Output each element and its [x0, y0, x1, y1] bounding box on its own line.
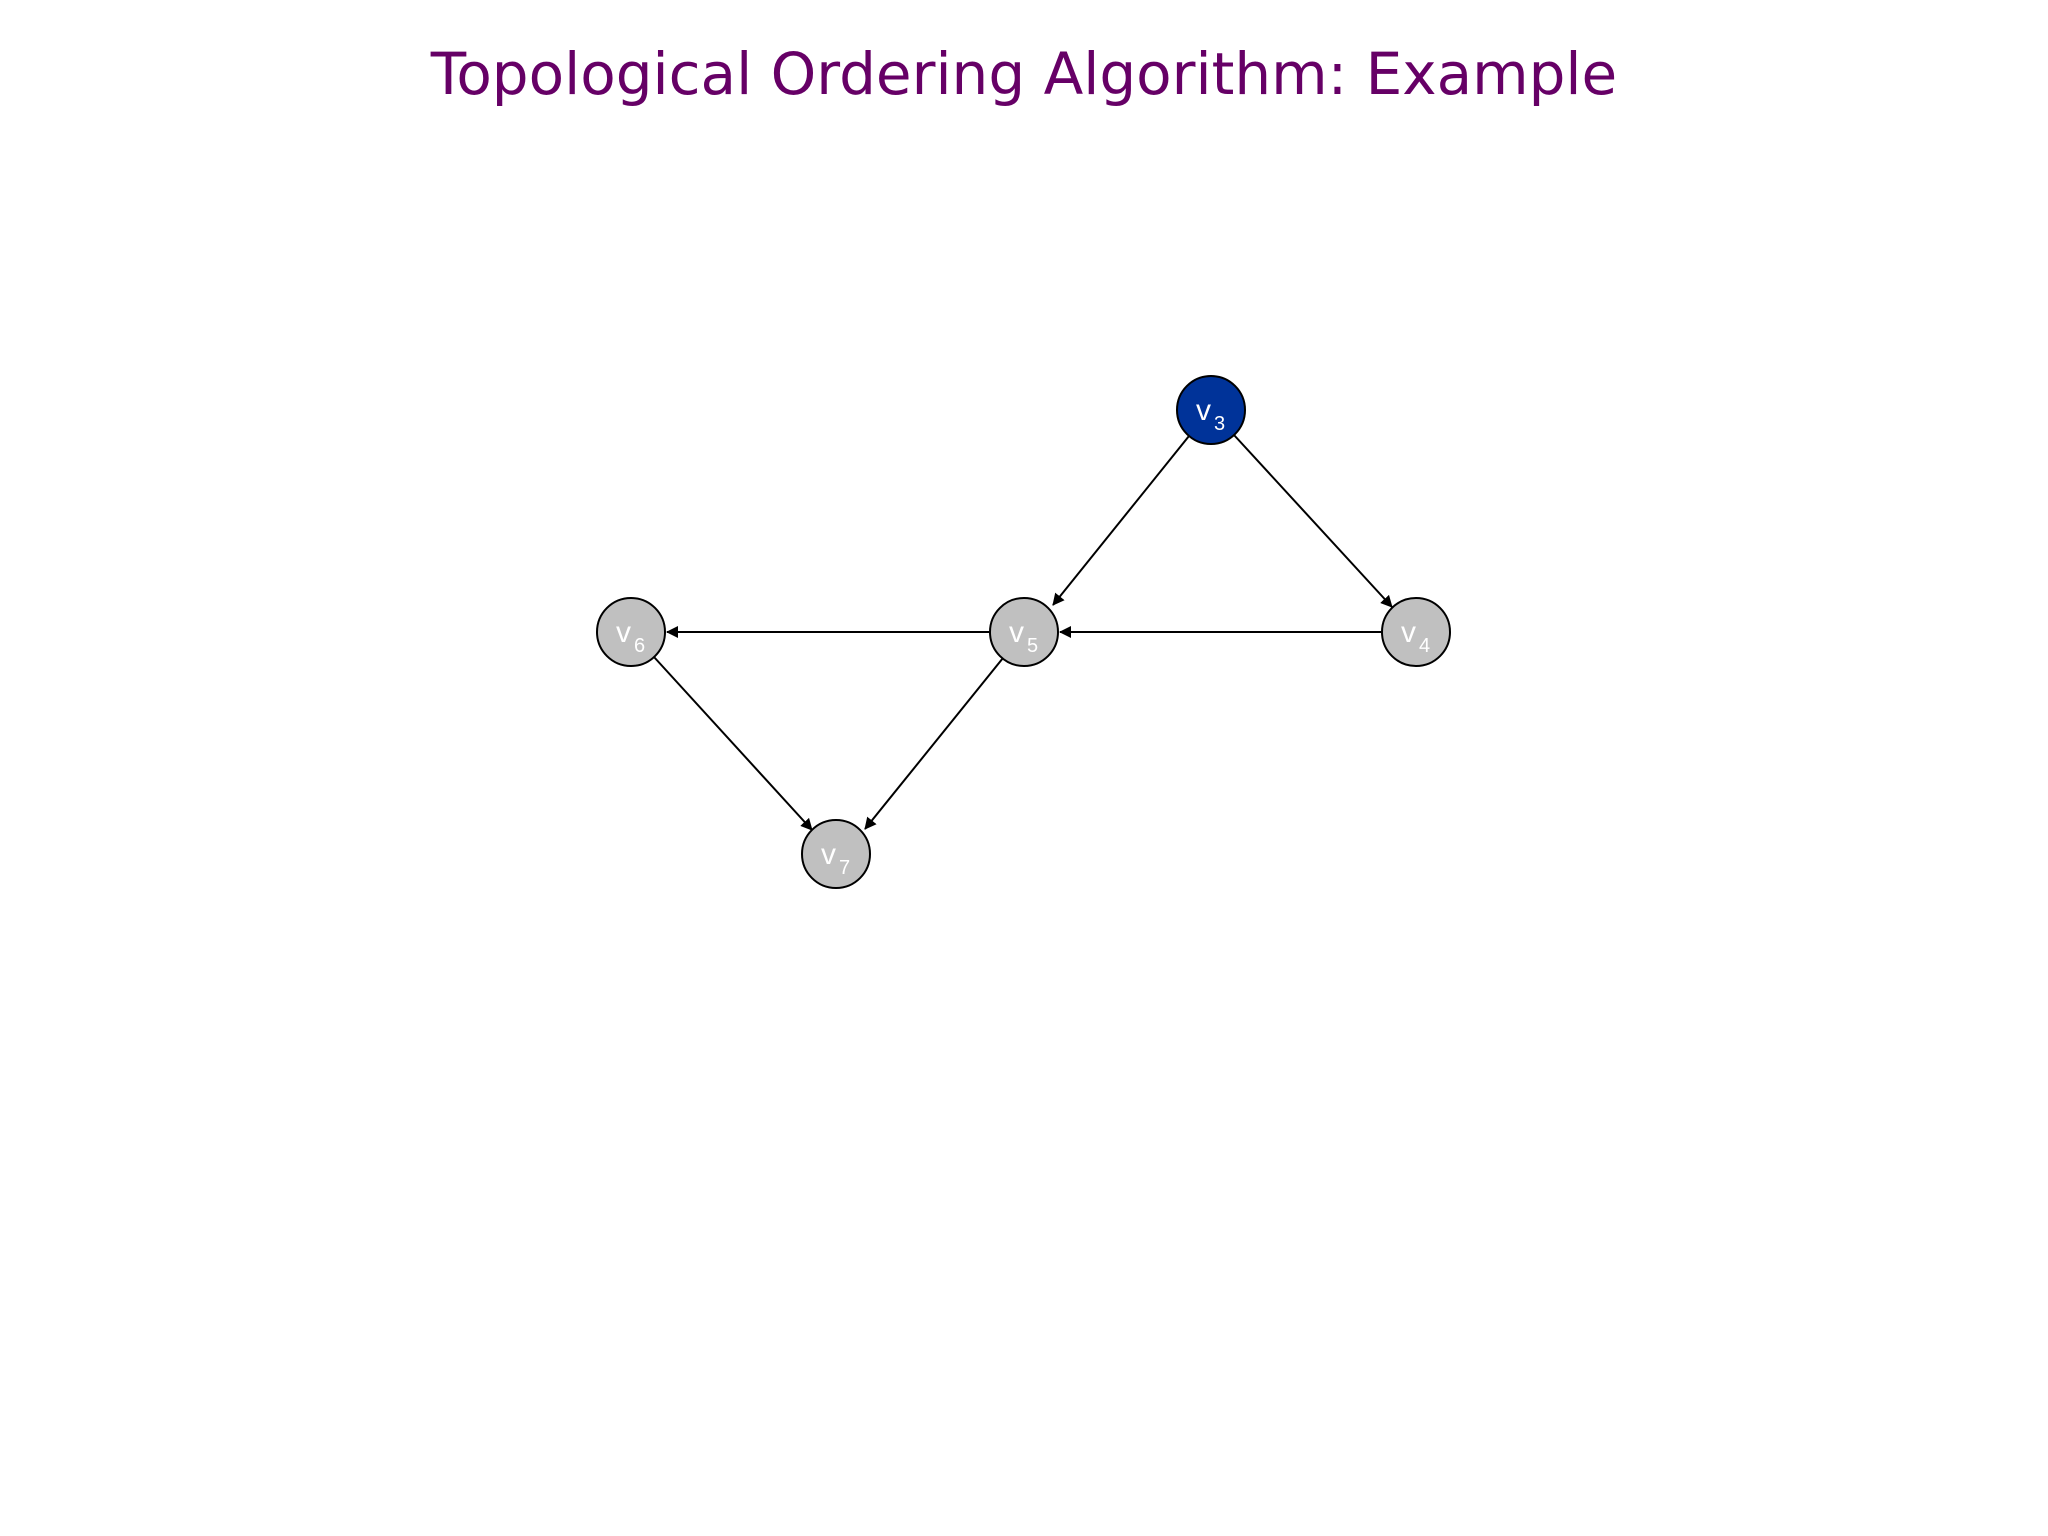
node-v4-letter: v — [1401, 616, 1416, 649]
edge-v3-v4 — [1233, 434, 1393, 608]
node-v5-letter: v — [1009, 616, 1024, 649]
node-v4-subscript: 4 — [1419, 635, 1430, 657]
edge-v6-v7 — [653, 656, 813, 831]
node-v6: v 6 — [596, 597, 666, 667]
node-v6-letter: v — [616, 616, 631, 649]
edge-v3-v5 — [1052, 435, 1190, 606]
node-v7: v 7 — [801, 819, 871, 889]
node-v5-subscript: 5 — [1027, 635, 1038, 657]
node-v7-letter: v — [821, 838, 836, 871]
node-v7-subscript: 7 — [839, 857, 850, 879]
node-v3-subscript: 3 — [1214, 413, 1225, 435]
node-v5: v 5 — [989, 597, 1059, 667]
node-v3-letter: v — [1196, 394, 1211, 427]
slide-title: Topological Ordering Algorithm: Example — [430, 40, 1618, 108]
edges — [653, 434, 1393, 831]
node-v6-subscript: 6 — [634, 635, 645, 657]
node-v3: v 3 — [1176, 375, 1246, 445]
edge-v5-v7 — [864, 657, 1004, 830]
node-v4: v 4 — [1381, 597, 1451, 667]
